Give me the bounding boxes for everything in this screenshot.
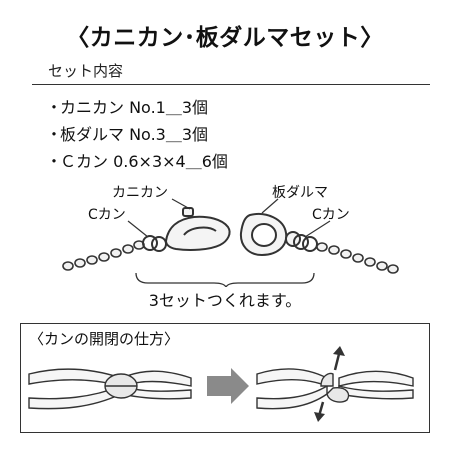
arrow-right-icon xyxy=(207,368,249,404)
item-text: 板ダルマ No.3＿3個 xyxy=(60,125,209,144)
lobster-clasp-icon xyxy=(164,207,231,251)
list-item: ・板ダルマ No.3＿3個 xyxy=(46,121,228,148)
bullet: ・ xyxy=(46,152,63,171)
plate-ring-icon xyxy=(239,213,301,257)
note-text: 3セットつくれます。 xyxy=(148,291,302,310)
set-contents-list: ・カニカン No.1＿3個 ・板ダルマ No.3＿3個 ・Ｃカン 0.6×3×4… xyxy=(46,94,228,175)
divider xyxy=(32,84,430,85)
bullet: ・ xyxy=(46,98,63,117)
right-chain xyxy=(316,242,399,274)
item-text: Ｃカン 0.6×3×4＿6個 xyxy=(60,152,228,171)
leader-lines xyxy=(127,198,331,238)
label-itadaruma: 板ダルマ xyxy=(272,185,328,201)
bullet: ・ xyxy=(46,125,63,144)
c-ring-right-icon xyxy=(293,234,318,252)
list-item: ・Ｃカン 0.6×3×4＿6個 xyxy=(46,148,228,175)
clasp-diagram: カニカン Cカン 板ダルマ Cカン xyxy=(62,185,399,287)
c-ring-left-icon xyxy=(142,235,167,252)
pliers-open-icon xyxy=(256,368,414,410)
label-c-ring-right: Cカン xyxy=(312,207,350,223)
label-kanikan: カニカン xyxy=(112,185,168,201)
brace xyxy=(135,272,315,287)
twist-arrow-icon xyxy=(314,346,345,422)
page-title: 〈カニカン･板ダルマセット〉 xyxy=(66,25,384,51)
label-c-ring-left: Cカン xyxy=(88,207,126,223)
item-text: カニカン No.1＿3個 xyxy=(60,98,209,117)
pliers-closed-icon xyxy=(28,368,192,410)
set-contents-label: セット内容 xyxy=(48,62,124,80)
left-chain xyxy=(62,240,145,271)
howto-title: 〈カンの開閉の仕方〉 xyxy=(29,330,180,348)
list-item: ・カニカン No.1＿3個 xyxy=(46,94,228,121)
howto-diagram xyxy=(28,346,414,422)
howto-panel: 〈カンの開閉の仕方〉 xyxy=(20,323,430,433)
